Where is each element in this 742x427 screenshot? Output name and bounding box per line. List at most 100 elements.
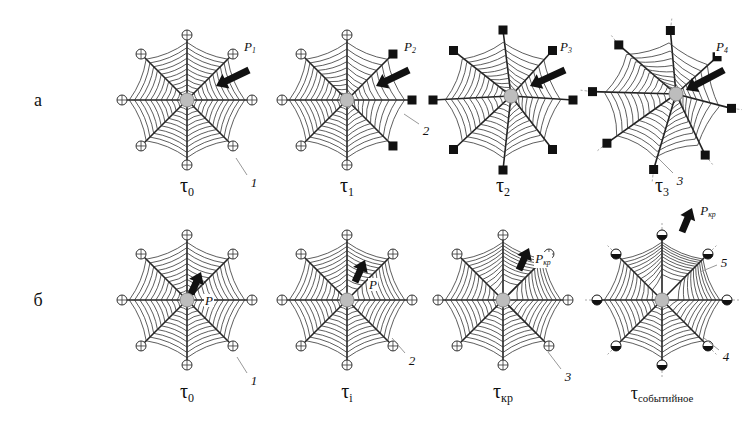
force-label: P <box>368 278 378 291</box>
anchor-cross <box>388 249 398 259</box>
anchor-half-fill <box>592 300 602 305</box>
anchor-free <box>296 341 306 351</box>
anchor-cross <box>498 230 508 240</box>
anchor-cross <box>296 141 306 151</box>
anchor-cross <box>296 341 306 351</box>
radial-thread <box>654 94 676 169</box>
anchor-cross <box>182 230 192 240</box>
anchor-cross <box>342 360 352 370</box>
force-label: P <box>204 294 214 307</box>
time-label: τ3 <box>654 175 670 198</box>
radial-thread <box>503 299 568 301</box>
time-label: τ0 <box>179 175 195 198</box>
anchor-free <box>182 360 192 370</box>
anchor-cross <box>228 49 238 59</box>
load-arrow <box>376 67 411 89</box>
radial-thread <box>347 99 412 101</box>
spiral-thread <box>451 245 557 352</box>
spiral-thread <box>289 242 404 357</box>
anchor-cross <box>182 30 192 40</box>
spiral-thread <box>316 73 370 131</box>
spiral-thread <box>316 264 381 331</box>
row-letter: а <box>33 91 43 109</box>
anchor-free <box>228 141 238 151</box>
anchor-cross <box>117 95 127 105</box>
spiral-thread <box>326 274 370 321</box>
spiral-thread <box>311 260 386 337</box>
spiral-thread <box>641 264 689 320</box>
anchor-cross <box>247 295 257 305</box>
anchor-free <box>452 341 462 351</box>
spiral-thread <box>300 55 389 147</box>
anchor-cross <box>136 49 146 59</box>
anchor-cross <box>247 95 257 105</box>
spiral-thread <box>618 59 703 146</box>
web-center <box>180 93 194 107</box>
anchor-free <box>247 295 257 305</box>
anchor-cross <box>228 341 238 351</box>
anchor-half <box>703 249 713 259</box>
anchor-half-fill <box>611 254 621 259</box>
anchor-cross <box>407 295 417 305</box>
anchor-free <box>296 49 306 59</box>
anchor-fixed <box>602 139 611 148</box>
spiral-thread <box>637 73 686 129</box>
anchor-cross <box>296 49 306 59</box>
force-label: Pкр <box>534 252 552 267</box>
anchor-fixed <box>449 46 458 55</box>
anchor-free <box>228 249 238 259</box>
spiral-thread <box>289 42 404 157</box>
spiral-thread <box>610 245 716 353</box>
spiral-thread <box>631 257 699 332</box>
spiral-thread <box>156 269 218 331</box>
spiral-thread <box>135 48 240 153</box>
spider-web <box>433 230 573 370</box>
anchor-cross <box>136 341 146 351</box>
anchor-cross <box>136 249 146 259</box>
anchor-free <box>247 95 257 105</box>
spiral-thread <box>652 274 681 310</box>
anchor-cross <box>342 230 352 240</box>
anchor-cross <box>342 160 352 170</box>
force-label: P3 <box>559 40 573 55</box>
anchor-free <box>277 95 287 105</box>
time-label: τ1 <box>339 175 355 198</box>
spiral-thread <box>482 269 528 321</box>
anchor-half <box>611 341 621 351</box>
anchor-cross <box>498 360 508 370</box>
radial-thread <box>662 299 727 301</box>
web-center <box>669 87 683 101</box>
anchor-free <box>182 160 192 170</box>
spiral-thread <box>145 258 229 342</box>
anchor-cross <box>342 30 352 40</box>
anchor-free <box>277 295 287 305</box>
callout-number: 4 <box>722 350 731 363</box>
anchor-free <box>228 49 238 59</box>
spiral-thread <box>172 285 203 316</box>
anchor-fixed <box>588 87 597 96</box>
spiral-thread <box>445 242 560 358</box>
anchor-half-fill <box>703 254 713 259</box>
anchor-fixed <box>614 40 623 49</box>
anchor-cross <box>452 341 462 351</box>
spiral-thread <box>135 248 240 353</box>
load-arrow <box>516 248 532 271</box>
spiral-thread <box>615 247 712 347</box>
anchor-cross <box>228 141 238 151</box>
spiral-thread <box>472 260 539 331</box>
anchor-free <box>498 230 508 240</box>
spiral-thread <box>172 85 203 116</box>
anchor-free <box>228 341 238 351</box>
anchor-free <box>563 295 573 305</box>
time-label: τ2 <box>495 175 511 198</box>
callout-number: 2 <box>408 354 417 367</box>
leader-line <box>236 158 247 175</box>
anchor-cross <box>433 295 443 305</box>
spiral-thread <box>467 256 544 336</box>
spiral-thread <box>456 249 552 347</box>
anchor-half <box>657 230 667 240</box>
anchor-free <box>182 30 192 40</box>
spiral-thread <box>326 84 358 120</box>
spiral-thread <box>332 279 365 315</box>
